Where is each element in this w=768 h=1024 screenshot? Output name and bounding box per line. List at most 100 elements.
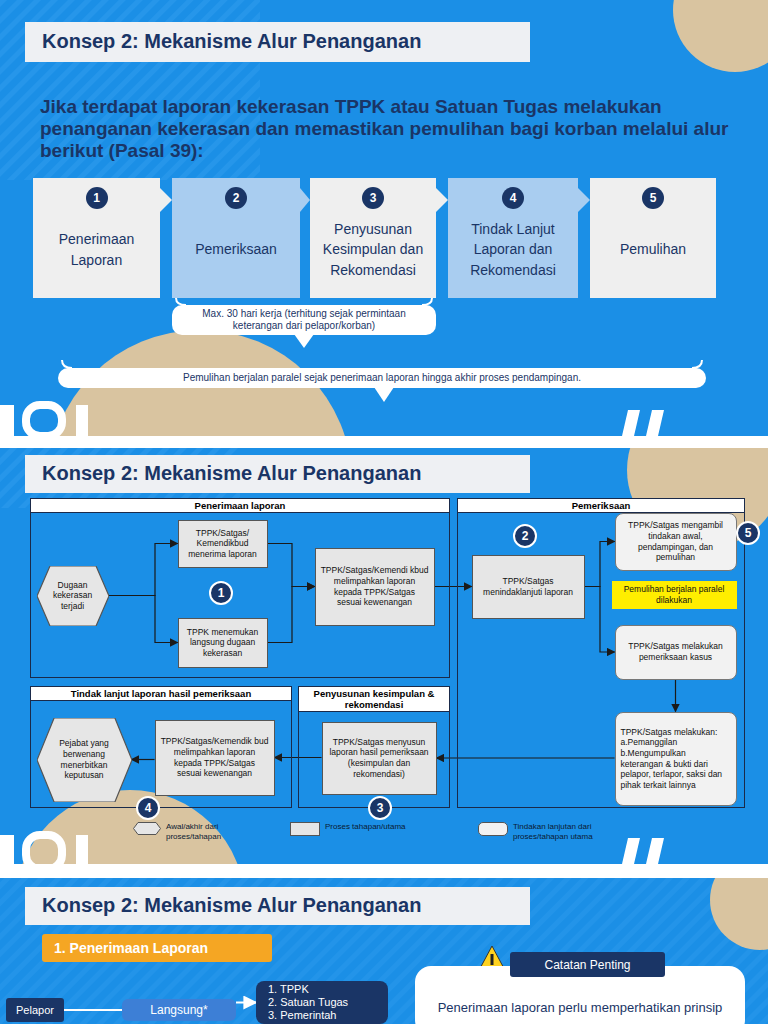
decor-bar [646,838,664,864]
stripe-texture [0,878,768,1024]
node-text: Pejabat yang berwenang menerbitkan keput… [52,738,117,781]
connector-arrow [675,680,676,712]
step-box: 1Penerimaan Laporan [33,178,160,298]
connector-arrow [437,757,615,758]
decor-bar [622,838,640,864]
node-text: TPPK/Satgas/Kemendi kbud melimpahkan lap… [321,565,429,608]
node-text: TPPK/Satgas/ Kemendikbud menerima lapora… [184,528,262,560]
step-label: Tindak Lanjut Laporan dan Rekomendasi [454,219,572,280]
callout-box: Max. 30 hari kerja (terhitung sejak perm… [172,305,436,335]
slide-title: Konsep 2: Mekanisme Alur Penanganan [42,30,522,53]
note-heading: Catatan Penting [510,952,665,977]
legend-text: Tindakan lanjutan dari proses/tahapan ut… [513,822,598,841]
node-text: 2. Satuan Tugas [268,996,348,1009]
slide-title: Konsep 2: Mekanisme Alur Penanganan [42,462,522,485]
hexagon-shape [37,566,109,626]
step-number: 5 [642,187,664,209]
process-box: TPPK/Satgas menyusun laporan hasil pemer… [322,722,437,795]
callout-number: 4 [136,796,160,820]
decor-ring [26,835,62,864]
connector-arrow [236,1002,256,1004]
action-box: TPPK/Satgas mengambil tindakan awal, pen… [615,513,737,571]
section-tag: 1. Penerimaan Laporan [42,934,272,962]
title-bar [25,887,530,925]
slide-ground [0,878,768,1024]
connector-arrow [585,542,615,587]
actor-box: Pelapor [6,998,64,1022]
process-box: TPPK menemukan langsung dugaan kekerasan [178,618,268,668]
step-box: 3Penyusunan Kesimpulan dan Rekomendasi [310,178,436,298]
node-text: 1. Penerimaan Laporan [54,940,208,956]
legend-text: Awal/akhir dari proses/tahapan [166,822,248,841]
decor-circle [710,878,768,950]
step-box: 5Pemulihan [590,178,716,298]
connector-arrow [132,759,155,760]
callout-number: 2 [513,524,537,548]
node-text: TPPK/Satgas melakukan: a.Pemanggilan b.M… [621,727,731,791]
step-label: Penyusunan Kesimpulan dan Rekomendasi [316,219,430,280]
section-panel: Tindak lanjut laporan hasil pemeriksaanP… [30,686,292,808]
step-number: 2 [225,187,247,209]
chevron-tip [300,188,310,212]
node-text: Max. 30 hari kerja (terhitung sejak perm… [180,308,428,332]
process-box: TPPK/Satgas menindaklanjuti laporan [472,555,585,619]
chevron-tip [578,188,590,212]
recipient-list: 1. TPPK2. Satuan Tugas3. Pemerintah [256,981,388,1024]
callout-number: 1 [209,581,233,605]
decor-bar [646,410,664,436]
connector-arrow [109,544,178,596]
connector-arrow [268,544,315,587]
connector-arrow [64,1009,122,1011]
node-text: Langsung* [150,1003,207,1017]
process-box: TPPK/Satgas/ Kemendikbud menerima lapora… [178,520,268,568]
note-box: Pemulihan berjalan paralel dilakukan [612,581,737,609]
node-text: TPPK/Satgas menindaklanjuti laporan [478,576,579,597]
node-text: Pelapor [16,1004,54,1016]
section-panel: Penyusunan kesimpulan & rekomendasiTPPK/… [298,686,450,808]
title-bar [25,455,530,493]
node-text: TPPK/Satgas/Kemendik bud melimpahkan lap… [161,736,269,779]
decor-circle [673,0,768,72]
slide-ground [0,0,768,436]
legend-item: Tindakan lanjutan dari proses/tahapan ut… [478,822,598,841]
legend-hexagon [133,822,161,835]
action-box: TPPK/Satgas melakukan: a.Pemanggilan b.M… [615,712,737,806]
step-number: 4 [502,187,524,209]
hexagon-shape [134,823,161,835]
step-box: 4Tindak Lanjut Laporan dan Rekomendasi [448,178,578,298]
callout-number: 3 [368,796,392,820]
connector-arrow [109,596,178,643]
node-text: Penerimaan laporan perlu memperhatikan p… [438,1000,723,1015]
terminal-hexagon: Pejabat yang berwenang menerbitkan keput… [37,718,132,802]
step-box: 2Pemeriksaan [172,178,300,298]
brace [62,360,702,368]
chevron-tip [436,188,448,212]
legend-item: Proses tahapan/utama [290,822,432,836]
brace-point [294,334,314,348]
legend-swatch [478,822,508,836]
section-panel: Penerimaan laporanDugaan kekerasan terja… [30,498,450,678]
terminal-hexagon: Dugaan kekerasan terjadi [37,566,109,626]
legend-text: Proses tahapan/utama [325,822,432,832]
action-box: TPPK/Satgas melakukan pemeriksaan kasus [615,625,737,680]
callout-box: Pemulihan berjalan paralel sejak penerim… [58,368,706,388]
node-text: Pemulihan berjalan paralel sejak penerim… [183,372,581,384]
brace-point [374,387,394,402]
node-text: TPPK/Satgas menyusun laporan hasil pemer… [328,737,431,780]
connector-arrow [435,586,472,587]
intro-heading: Jika terdapat laporan kekerasan TPPK ata… [40,96,730,162]
node-text: 1. TPPK [268,983,309,996]
process-box: TPPK/Satgas/Kemendik bud melimpahkan lap… [155,720,275,796]
hexagon-shape [37,718,132,802]
step-number: 1 [86,187,108,209]
node-text: 3. Pemerintah [268,1009,336,1022]
connector-arrow [268,587,315,643]
section-header: Tindak lanjut laporan hasil pemeriksaan [31,687,291,701]
node-text: TPPK/Satgas mengambil tindakan awal, pen… [621,520,731,563]
section-header: Pemeriksaan [458,499,744,513]
decor-ring [26,405,62,436]
step-label: Pemeriksaan [195,239,277,259]
decor-bar [76,835,88,864]
slide-title: Konsep 2: Mekanisme Alur Penanganan [42,894,522,917]
node-text: TPPK/Satgas melakukan pemeriksaan kasus [621,641,731,662]
